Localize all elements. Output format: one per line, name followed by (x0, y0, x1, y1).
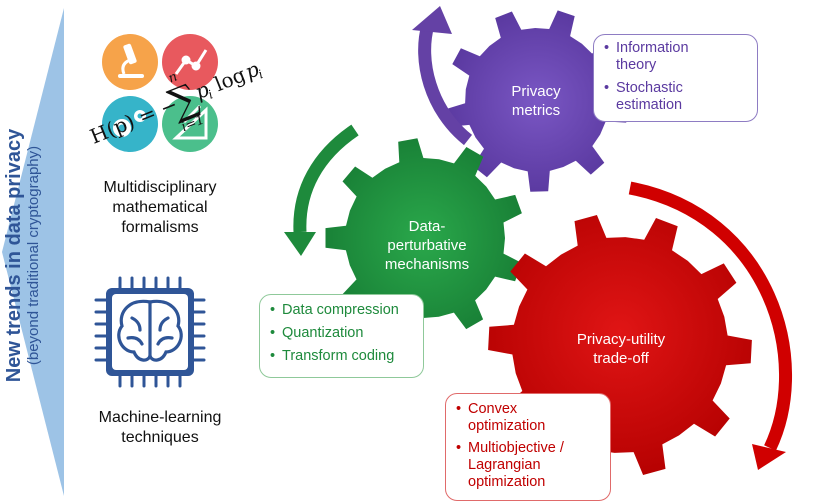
side-title: New trends in data privacy (beyond tradi… (4, 128, 43, 381)
box-privacy-metrics: Information theory Stochastic estimation (593, 34, 758, 122)
side-title-sub: (beyond traditional cryptography) (25, 145, 43, 365)
gear-privacy-metrics (445, 10, 629, 192)
box-privacy-utility: Convex optimization Multiobjective / Lag… (445, 393, 611, 501)
gear-label-data-perturbative: Data- perturbative mechanisms (384, 218, 470, 273)
side-title-container: New trends in data privacy (beyond tradi… (2, 20, 44, 490)
purple-cycle-arrow (418, 23, 473, 146)
gear-label-privacy-metrics: Privacy metrics (511, 83, 561, 119)
red-cycle-arrow (628, 181, 793, 451)
gear-data-perturbative (325, 138, 522, 338)
gear-label-privacy-utility: Privacy-utility trade-off (576, 331, 666, 367)
caption-machine-learning: Machine-learning techniques (98, 409, 222, 446)
green-cycle-arrow (293, 124, 359, 233)
purple-arrowhead (412, 6, 452, 34)
bullet-convex-optimization: Convex optimization (456, 401, 600, 435)
formula-term-2-sub: i (256, 67, 265, 81)
bullet-transform-coding: Transform coding (270, 348, 413, 365)
brain-chip-icon (94, 276, 206, 388)
side-arrow-shape (2, 8, 64, 496)
side-title-main: New trends in data privacy (3, 128, 26, 382)
caption-math-formalisms: Multidisciplinary mathematical formalism… (103, 179, 217, 236)
bullet-multiobjective-optimization: Multiobjective / Lagrangian optimization (456, 440, 600, 491)
bullet-stochastic-estimation: Stochastic estimation (604, 80, 747, 114)
formula-term-sub: i (206, 87, 215, 101)
bullet-data-compression: Data compression (270, 302, 413, 319)
bullet-quantization: Quantization (270, 325, 413, 342)
math-icons-cluster (102, 34, 218, 152)
bullet-information-theory: Information theory (604, 40, 747, 74)
green-arrowhead (284, 232, 316, 256)
red-arrowhead (752, 444, 786, 470)
box-data-perturbative: Data compression Quantization Transform … (259, 294, 424, 378)
